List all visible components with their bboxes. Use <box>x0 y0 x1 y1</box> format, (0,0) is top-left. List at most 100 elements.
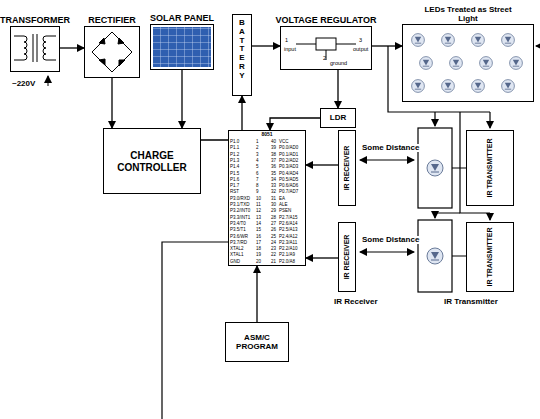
sensor-box: LDR <box>320 108 356 128</box>
node-label: IR TRANSMITTER <box>486 138 494 197</box>
pin-number: 34 <box>271 178 276 183</box>
solar-panel: SOLAR PANEL <box>150 24 214 70</box>
pin-name: P0.7/AD7 <box>279 190 298 195</box>
node-label: IR RECEIVER <box>343 146 351 191</box>
pin-name: P2.0/A8 <box>279 260 295 265</box>
node-label: SOLAR PANEL <box>150 13 214 23</box>
controller-box: CHARGE CONTROLLER <box>103 128 201 194</box>
receiver-box: IR RECEIVER <box>338 130 356 206</box>
pin-number: 11 <box>256 203 261 208</box>
pin-name: P1.2 <box>230 153 239 158</box>
pin-number: 26 <box>271 228 276 233</box>
node-label: IR RECEIVER <box>343 235 351 280</box>
pin-label: output <box>353 47 368 53</box>
pin-number: 2 <box>256 146 259 151</box>
pin-name: P2.7/A15 <box>279 216 298 221</box>
pin-name: P1.5 <box>230 172 239 177</box>
street-light-box: LEDs Treated as Street Light <box>402 24 534 102</box>
caption-label: IR Receiver <box>334 298 378 306</box>
pin-number: 17 <box>256 241 261 246</box>
node-label: BATTERY <box>238 19 246 81</box>
transformer-box: TRANSFORMER <box>10 26 60 72</box>
pin-number: 36 <box>271 165 276 170</box>
pin-label: 3 <box>359 38 362 44</box>
pin-name: P1.6 <box>230 178 239 183</box>
pin-number: 31 <box>271 197 276 202</box>
pin-name: GND <box>230 260 240 265</box>
battery-box: BATTERY <box>232 14 252 96</box>
pin-label: input <box>284 47 296 53</box>
node-label: LDR <box>330 113 346 122</box>
program-box: ASM/C PROGRAM <box>225 322 289 362</box>
connector <box>306 164 338 165</box>
caption-label: IR Transmitter <box>444 298 498 306</box>
pin-number: 15 <box>256 228 261 233</box>
connector <box>306 257 338 258</box>
pin-name: RST <box>230 190 239 195</box>
pin-number: 28 <box>271 216 276 221</box>
transmitter-box: IR TRANSMITTER <box>466 222 514 292</box>
node-label: CHARGE CONTROLLER <box>107 150 197 173</box>
pin-label: 2 <box>323 56 326 62</box>
node-label: VOLTAGE REGULATOR <box>276 15 377 25</box>
solar-cells <box>153 27 211 67</box>
distance-label: Some Distance <box>361 144 420 152</box>
pin-label: ~220V <box>12 80 35 88</box>
transformer-symbol <box>14 34 56 62</box>
pin-number: 27 <box>271 222 276 227</box>
pin-number: 38 <box>271 153 276 158</box>
pin-name: P1.4 <box>230 165 239 170</box>
pin-number: 40 <box>271 140 276 145</box>
pin-label: ground <box>330 61 347 67</box>
pin-label: 1 <box>285 38 288 44</box>
pin-name: P0.4/AD4 <box>279 172 298 177</box>
node-label: IR TRANSMITTER <box>486 227 494 286</box>
node-label: ASM/C PROGRAM <box>229 333 285 351</box>
pin-number: 22 <box>271 253 276 258</box>
pin-number: 23 <box>271 247 276 252</box>
pin-number: 16 <box>256 235 261 240</box>
pin-number: 13 <box>256 216 261 221</box>
pin-number: 12 <box>256 209 261 214</box>
pin-name: XTAL1 <box>230 253 243 258</box>
pin-name: P3.4/T0 <box>230 222 246 227</box>
pin-number: 6 <box>256 172 259 177</box>
pin-name: P3.1/TXD <box>230 203 250 208</box>
microcontroller-chip: 8051P1.0P1.1P1.2P1.3P1.4P1.5P1.6P1.7RSTP… <box>228 130 306 266</box>
pin-name: P1.0 <box>230 140 239 145</box>
pin-number: 35 <box>271 172 276 177</box>
pin-number: 32 <box>271 190 276 195</box>
pin-number: 7 <box>256 178 259 183</box>
node-label: LEDs Treated as Street Light <box>418 5 518 23</box>
pin-name: PSEN <box>279 209 291 214</box>
pin-name: ALE <box>279 203 288 208</box>
pin-number: 4 <box>256 159 259 164</box>
connector <box>252 45 280 46</box>
pin-name: P3.7/RD <box>230 241 247 246</box>
pin-number: 33 <box>271 184 276 189</box>
pin-number: 30 <box>271 203 276 208</box>
pin-name: P3.3/INT1 <box>230 216 250 221</box>
pin-name: P2.1/A9 <box>279 253 295 258</box>
mains-arrow <box>48 76 49 86</box>
pin-name: P3.2/INT0 <box>230 209 250 214</box>
pin-name: P0.3/AD3 <box>279 165 298 170</box>
pin-number: 29 <box>271 209 276 214</box>
pin-name: P2.5/A13 <box>279 228 298 233</box>
pin-number: 39 <box>271 146 276 151</box>
pin-name: P2.6/A14 <box>279 222 298 227</box>
distance-label: Some Distance <box>361 236 420 244</box>
pin-number: 18 <box>256 247 261 252</box>
pin-number: 5 <box>256 165 259 170</box>
node-label: RECTIFIER <box>88 15 136 25</box>
node-label: 8051 <box>229 132 305 138</box>
pin-name: P2.2/A10 <box>279 247 298 252</box>
pin-number: 19 <box>256 253 261 258</box>
rectifier-box: RECTIFIER <box>84 26 140 78</box>
pin-name: XTAL2 <box>230 247 243 252</box>
node-label: TRANSFORMER <box>0 15 70 25</box>
pin-number: 10 <box>256 197 261 202</box>
pin-name: P0.1/AD1 <box>279 153 298 158</box>
connector <box>337 70 338 108</box>
pin-number: 21 <box>271 260 276 265</box>
